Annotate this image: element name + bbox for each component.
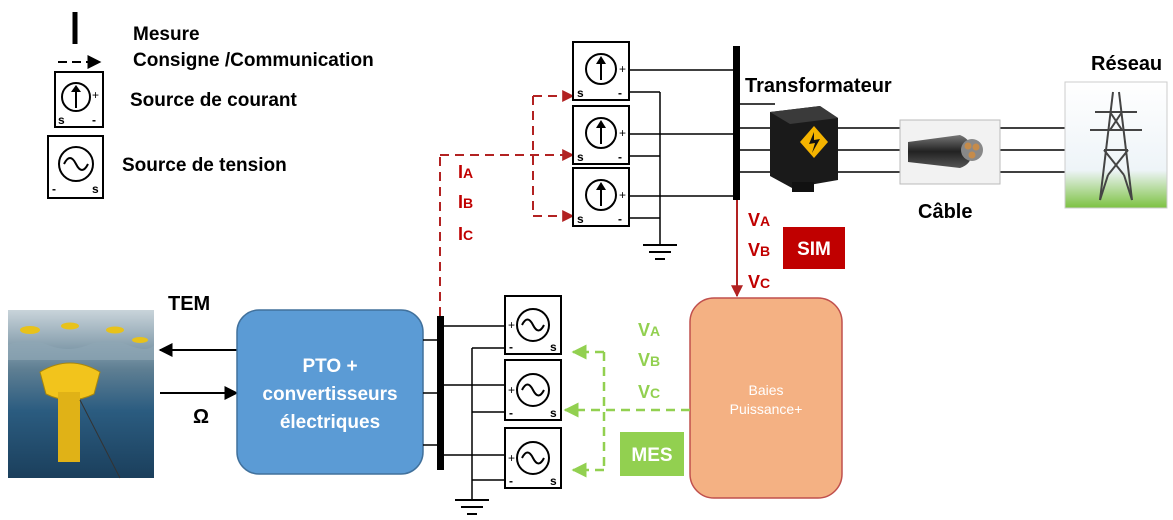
mes-voltage-labels: VA VB VC (638, 320, 660, 402)
sim-voltage-c-label: VC (748, 272, 770, 292)
pto-label-line2: convertisseurs (262, 384, 397, 405)
upper-measurement-bar (733, 46, 740, 200)
plus-terminal: + (508, 451, 515, 465)
minus-terminal: - (52, 182, 56, 196)
power-bay-block: Baies Puissance+ (690, 298, 842, 498)
voltage-source-a: + - s (505, 296, 561, 354)
current-source-b: + s - (573, 106, 629, 164)
mes-voltage-b-label: VB (638, 350, 660, 370)
tem-label: TEM (168, 293, 210, 315)
s-terminal: s (58, 113, 65, 127)
plus-terminal: + (508, 383, 515, 397)
mes-voltage-c-label: VC (638, 382, 660, 402)
current-source-a: + s - (573, 42, 629, 100)
current-c-label: IC (458, 224, 473, 244)
legend-current-source-icon: + s - (55, 72, 103, 127)
lower-measurement-bar (437, 316, 444, 470)
mes-label: MES (631, 445, 672, 466)
s-terminal: s (577, 86, 584, 100)
pto-label-line3: électriques (280, 412, 380, 433)
current-labels: IA IB IC (458, 162, 473, 244)
sim-badge: SIM (783, 227, 845, 269)
sim-label: SIM (797, 239, 831, 260)
plus-terminal: + (508, 318, 515, 332)
minus-terminal: - (509, 406, 513, 420)
mes-voltage-a-label: VA (638, 320, 660, 340)
legend: Mesure Consigne /Communication + s - Sou… (48, 12, 374, 198)
transformer-label: Transformateur (745, 75, 892, 97)
minus-terminal: - (509, 340, 513, 354)
sim-voltage-labels: VA VB VC (748, 210, 770, 292)
grid-pylon-image (1065, 82, 1167, 208)
s-terminal: s (92, 182, 99, 196)
minus-terminal: - (618, 212, 622, 226)
sim-voltage-a-label: VA (748, 210, 770, 230)
grid-label: Réseau (1091, 53, 1162, 75)
mes-badge: MES (620, 432, 684, 476)
pto-converter-block: PTO + convertisseurs électriques (237, 310, 423, 474)
legend-measure-label: Mesure (133, 24, 200, 45)
bay-label-line1: Baies (748, 382, 783, 398)
current-b-label: IB (458, 192, 473, 212)
legend-current-source-label: Source de courant (130, 90, 297, 111)
transformer-image (770, 106, 838, 192)
voltage-source-b: + - s (505, 360, 561, 420)
bay-label-line2: Puissance+ (730, 401, 803, 417)
legend-voltage-source-label: Source de tension (122, 155, 287, 176)
voltage-source-c: + - s (505, 428, 561, 488)
minus-terminal: - (618, 150, 622, 164)
lower-grid (423, 316, 505, 514)
s-terminal: s (550, 406, 557, 420)
sim-voltage-b-label: VB (748, 240, 770, 260)
omega-label: Ω (193, 406, 209, 428)
plus-terminal: + (92, 88, 99, 102)
legend-command-label: Consigne /Communication (133, 50, 374, 71)
cable-image (900, 120, 1000, 184)
minus-terminal: - (92, 113, 96, 127)
wave-energy-converter-image (8, 310, 154, 478)
s-terminal: s (577, 212, 584, 226)
s-terminal: s (577, 150, 584, 164)
minus-terminal: - (509, 474, 513, 488)
legend-voltage-source-icon: - s (48, 136, 103, 198)
s-terminal: s (550, 340, 557, 354)
s-terminal: s (550, 474, 557, 488)
current-a-label: IA (458, 162, 473, 182)
minus-terminal: - (618, 86, 622, 100)
cable-label: Câble (918, 201, 972, 223)
current-source-c: + s - (573, 168, 629, 226)
plus-terminal: + (619, 188, 626, 202)
pto-label-line1: PTO + (302, 356, 357, 377)
plus-terminal: + (619, 126, 626, 140)
plus-terminal: + (619, 62, 626, 76)
